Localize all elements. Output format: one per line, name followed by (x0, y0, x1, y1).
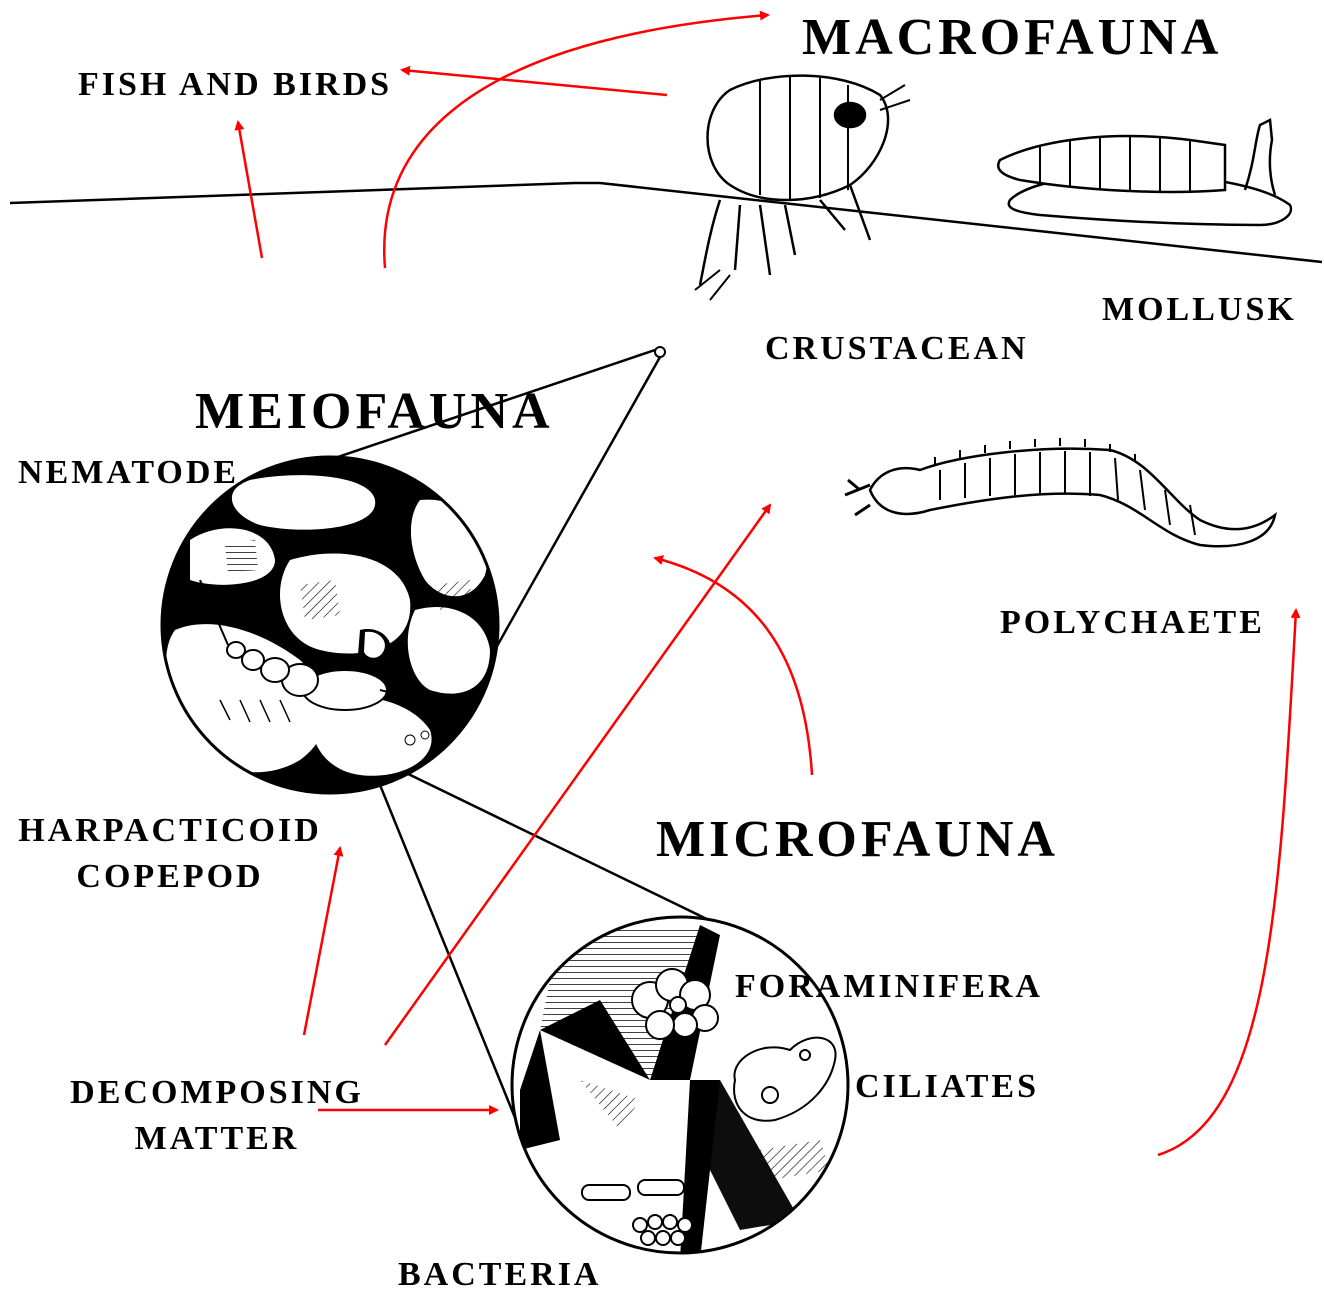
zoom-origin-point (655, 347, 665, 357)
label-crustacean: CRUSTACEAN (765, 332, 1029, 366)
label-fish-and-birds: FISH AND BIRDS (78, 68, 392, 102)
arrow-crustacean-to-fish (402, 70, 667, 95)
meiofauna-circle (162, 457, 498, 793)
label-ciliates: CILIATES (855, 1070, 1039, 1104)
label-decomposing: DECOMPOSING (62, 1070, 372, 1116)
label-foraminifera: FORAMINIFERA (735, 970, 1043, 1004)
label-meiofauna: MEIOFAUNA (195, 386, 554, 438)
mollusk-drawing (998, 120, 1291, 225)
crustacean-drawing (695, 75, 910, 300)
label-bacteria: BACTERIA (398, 1258, 601, 1290)
arrow-meiofauna-to-fish (238, 122, 262, 258)
arrow-microfauna-to-polychaete (655, 558, 812, 775)
label-harpacticoid: HARPACTICOID (12, 808, 328, 854)
label-mollusk: MOLLUSK (1102, 293, 1297, 327)
arrow-bacteria-to-polychaete (1158, 610, 1296, 1155)
label-polychaete: POLYCHAETE (1000, 606, 1265, 640)
label-harpacticoid-copepod: HARPACTICOID COPEPOD (12, 808, 328, 900)
label-copepod: COPEPOD (12, 854, 328, 900)
label-nematode: NEMATODE (18, 456, 239, 490)
label-microfauna: MICROFAUNA (656, 814, 1059, 866)
label-macrofauna: MACROFAUNA (802, 12, 1222, 64)
polychaete-drawing (845, 438, 1275, 546)
label-decomposing-matter: DECOMPOSING MATTER (62, 1070, 372, 1162)
label-matter: MATTER (62, 1116, 372, 1162)
